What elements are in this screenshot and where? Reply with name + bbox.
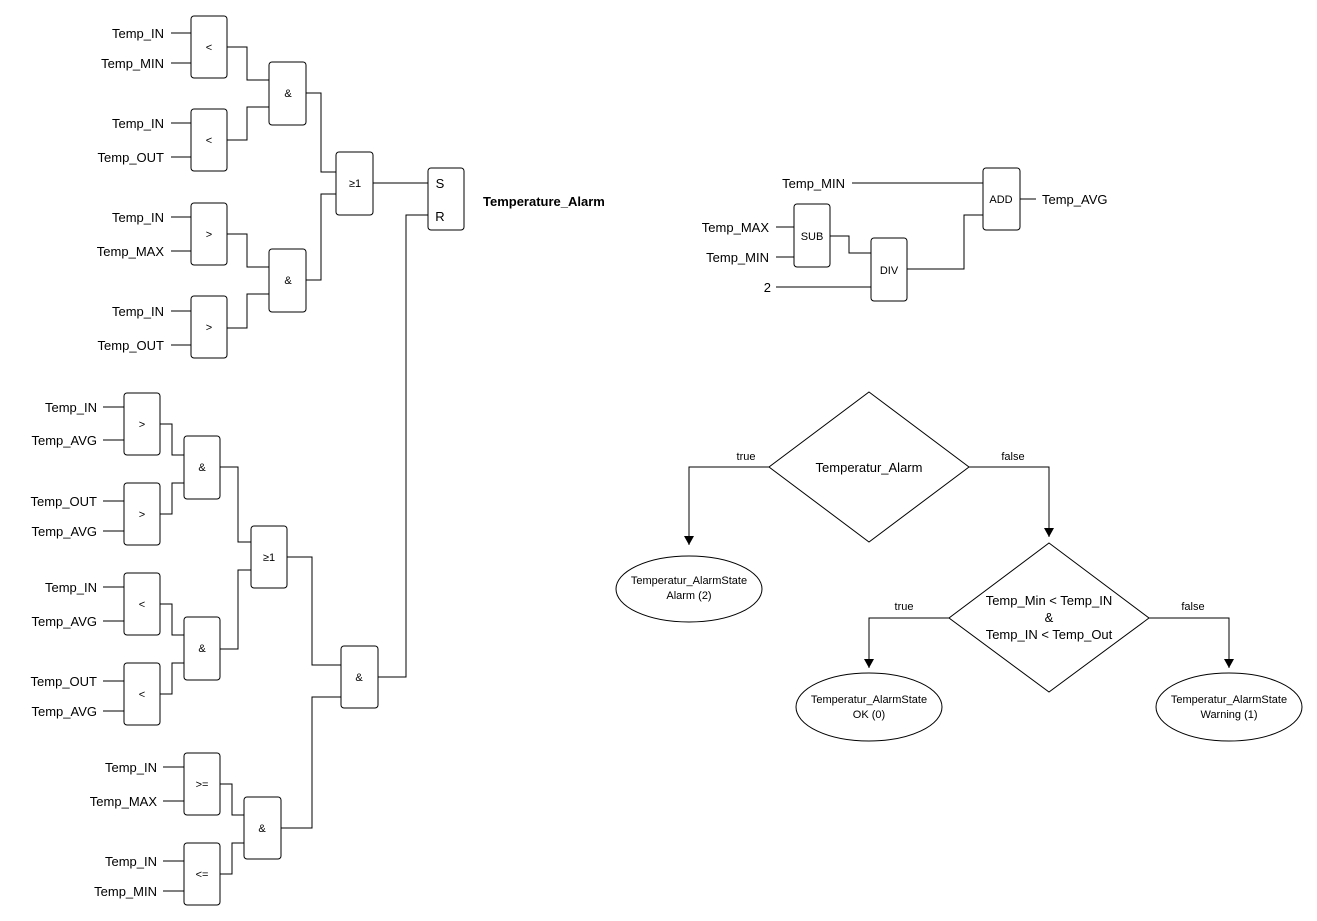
gate-symbol: ≥1 — [349, 178, 361, 190]
comparator-gate — [183, 842, 221, 906]
input-label: Temp_MAX — [90, 794, 158, 809]
logic-wires — [103, 32, 428, 892]
input-label: Temp_IN — [105, 854, 157, 869]
comparator-gate — [123, 572, 161, 636]
input-label: Temp_MIN — [782, 176, 845, 191]
state-value: Alarm (2) — [666, 590, 711, 602]
div-block — [870, 237, 908, 302]
gate-symbol: & — [284, 88, 292, 100]
branch-label-false: false — [1001, 451, 1024, 463]
gate-symbol: >= — [196, 779, 209, 791]
decision-label: & — [1045, 610, 1054, 625]
input-label: Temp_MIN — [101, 56, 164, 71]
input-label: Temp_MAX — [97, 244, 165, 259]
decision-label: Temp_Min < Temp_IN — [986, 593, 1113, 608]
block-label: SUB — [801, 231, 824, 243]
gate-symbol: & — [355, 672, 363, 684]
input-label: Temp_AVG — [31, 524, 97, 539]
state-ok — [795, 672, 943, 742]
gate-symbol: < — [206, 135, 212, 147]
or-gate — [250, 525, 288, 589]
input-label: Temp_IN — [45, 400, 97, 415]
state-label: Temperatur_AlarmState — [811, 694, 927, 706]
gate-symbol: > — [206, 322, 212, 334]
input-labels: Temp_IN Temp_MIN Temp_IN Temp_OUT Temp_I… — [31, 26, 605, 899]
or-gate — [335, 151, 374, 216]
input-label: Temp_MIN — [706, 250, 769, 265]
add-block — [982, 167, 1021, 231]
comparator-gate — [190, 202, 228, 266]
input-label: Temp_IN — [112, 304, 164, 319]
and-gate — [268, 248, 307, 313]
logic-gates — [123, 15, 465, 906]
comparator-gate — [123, 392, 161, 456]
comparator-gate — [123, 662, 161, 726]
flowchart: Temperatur_Alarm true false Temperatur_A… — [615, 391, 1303, 742]
gate-symbol: > — [139, 419, 145, 431]
and-gate — [183, 435, 221, 500]
output-label: Temperature_Alarm — [483, 194, 605, 209]
and-gate — [183, 616, 221, 681]
input-label: Temp_IN — [105, 760, 157, 775]
input-label: Temp_AVG — [31, 614, 97, 629]
gate-symbol: > — [206, 229, 212, 241]
state-label: Temperatur_AlarmState — [1171, 694, 1287, 706]
gate-symbols: < < > > & & ≥1 S R > > < < & & ≥1 & >= <… — [139, 42, 445, 881]
decision-range — [948, 542, 1150, 693]
input-label: Temp_OUT — [31, 674, 98, 689]
input-label: Temp_AVG — [31, 704, 97, 719]
decision-alarm — [768, 391, 970, 543]
input-label: Temp_OUT — [31, 494, 98, 509]
state-warning — [1155, 672, 1303, 742]
set-input-label: S — [436, 176, 445, 191]
sr-flipflop — [427, 167, 465, 231]
gate-symbol: & — [198, 643, 206, 655]
state-value: OK (0) — [853, 709, 885, 721]
comparator-gate — [183, 752, 221, 816]
and-gate — [340, 645, 379, 709]
gate-symbol: & — [284, 275, 292, 287]
output-label: Temp_AVG — [1042, 192, 1108, 207]
gate-symbol: < — [139, 599, 145, 611]
gate-symbol: < — [139, 689, 145, 701]
state-label: Temperatur_AlarmState — [631, 575, 747, 587]
input-label: Temp_IN — [112, 116, 164, 131]
decision-label: Temp_IN < Temp_Out — [986, 627, 1113, 642]
comparator-gate — [190, 15, 228, 79]
branch-label-false: false — [1181, 601, 1204, 613]
average-block: SUB DIV ADD Temp_MIN Temp_MAX Temp_MIN 2… — [702, 167, 1108, 302]
input-label: Temp_IN — [112, 26, 164, 41]
gate-symbol: & — [258, 823, 266, 835]
input-label: 2 — [764, 280, 771, 295]
gate-symbol: <= — [196, 869, 209, 881]
and-gate — [268, 61, 307, 126]
block-label: ADD — [989, 194, 1012, 206]
comparator-gate — [190, 295, 228, 359]
state-value: Warning (1) — [1200, 709, 1257, 721]
gate-symbol: & — [198, 462, 206, 474]
branch-label-true: true — [895, 601, 914, 613]
input-label: Temp_OUT — [98, 150, 165, 165]
input-label: Temp_OUT — [98, 338, 165, 353]
and-gate — [243, 796, 282, 860]
sub-block — [793, 203, 831, 268]
gate-symbol: ≥1 — [263, 552, 275, 564]
input-label: Temp_MAX — [702, 220, 770, 235]
gate-symbol: < — [206, 42, 212, 54]
decision-label: Temperatur_Alarm — [816, 460, 923, 475]
comparator-gate — [190, 108, 228, 172]
gate-symbol: > — [139, 509, 145, 521]
input-label: Temp_IN — [112, 210, 164, 225]
input-label: Temp_IN — [45, 580, 97, 595]
input-label: Temp_AVG — [31, 433, 97, 448]
input-label: Temp_MIN — [94, 884, 157, 899]
block-label: DIV — [880, 265, 899, 277]
comparator-gate — [123, 482, 161, 546]
reset-input-label: R — [435, 209, 444, 224]
state-alarm — [615, 555, 763, 623]
branch-label-true: true — [737, 451, 756, 463]
